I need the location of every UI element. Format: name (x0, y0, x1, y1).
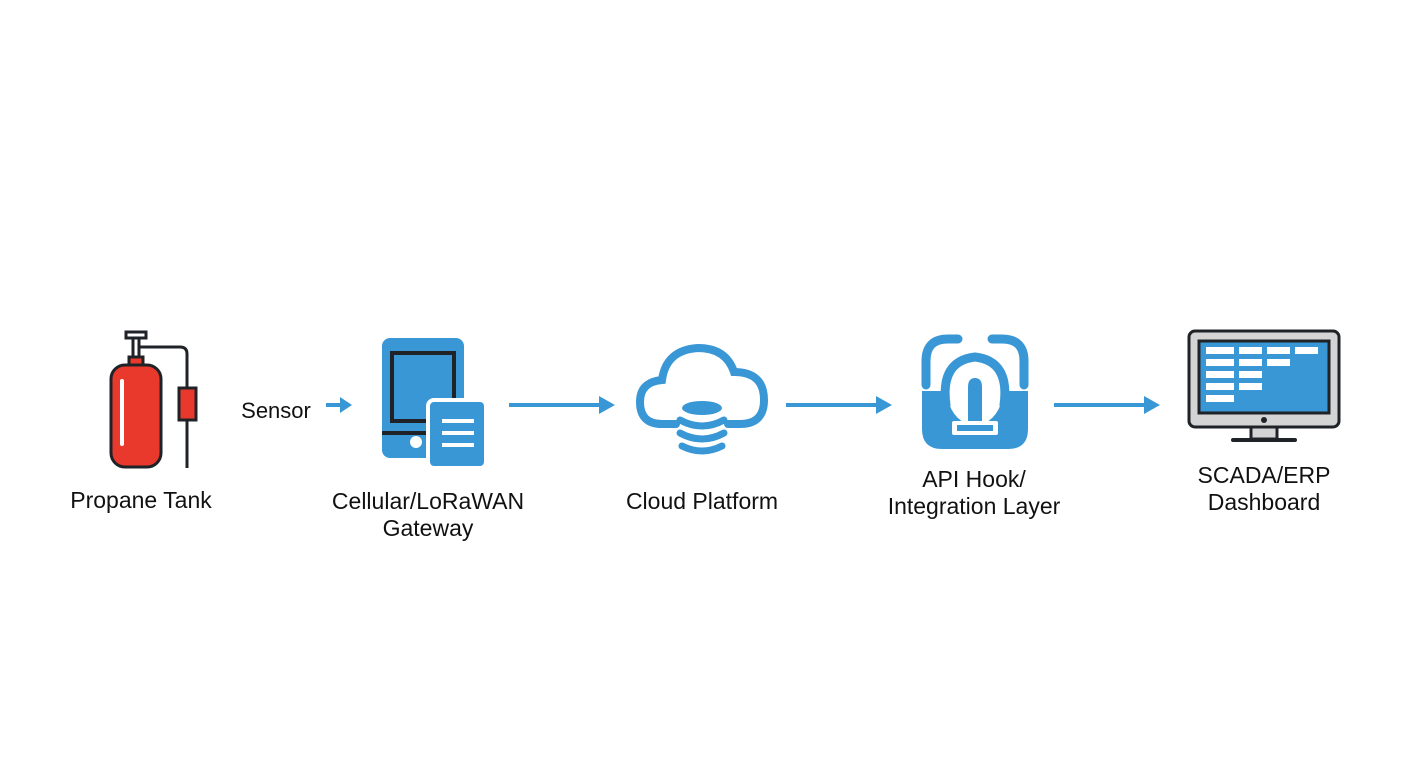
node-label-line1: SCADA/ERP (1197, 462, 1331, 488)
propane-tank-icon (109, 330, 198, 469)
node-label: Cloud Platform (625, 488, 779, 514)
node-label: API Hook/ Integration Layer (888, 466, 1061, 520)
monitor-dashboard-icon (1187, 329, 1341, 442)
cloud-database-icon (635, 343, 769, 455)
api-hook-icon (921, 334, 1029, 449)
node-label: Cellular/LoRaWAN Gateway (332, 488, 524, 542)
arrow-gateway-to-cloud (509, 396, 615, 414)
arrow-api-to-dashboard (1054, 396, 1160, 414)
edge-label-sensor: Sensor (241, 398, 311, 423)
arrow-cloud-to-api (786, 396, 892, 414)
node-label: SCADA/ERP Dashboard (1198, 462, 1331, 516)
node-label-line2: Gateway (382, 515, 474, 541)
node-label-line2: Dashboard (1207, 489, 1321, 515)
gateway-device-icon (382, 338, 488, 470)
node-label-line2: Integration Layer (887, 493, 1061, 519)
node-label-line1: Cellular/LoRaWAN (331, 488, 525, 514)
arrow-tank-to-gateway (326, 397, 352, 413)
node-label: Propane Tank (70, 487, 212, 513)
node-label-line1: API Hook/ (922, 466, 1026, 492)
